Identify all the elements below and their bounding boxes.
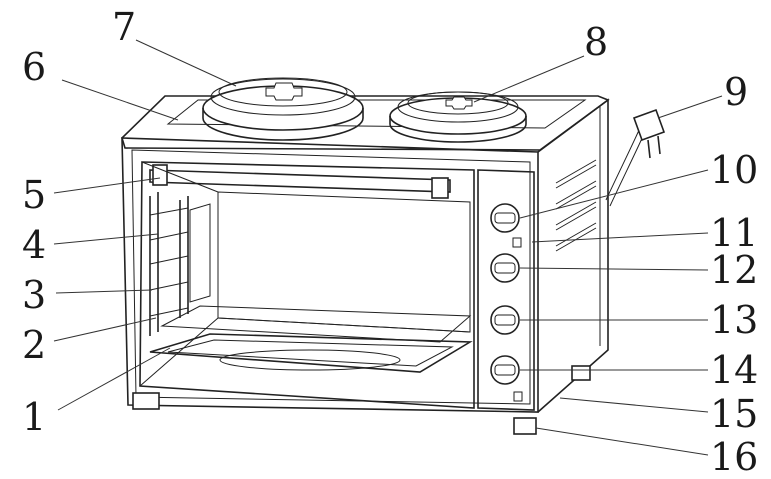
leader-lines	[53, 39, 723, 456]
indicator-light	[512, 237, 522, 248]
callout-3: 3	[22, 273, 46, 317]
knob-timer	[490, 203, 520, 233]
oven-drawing	[121, 77, 666, 435]
callout-1: 1	[22, 395, 46, 439]
callout-labels: 1 2 3 4 5 6 7 8 9 10 11 12 13 14 15 16	[22, 5, 758, 479]
oven-top-surface	[121, 95, 610, 151]
callout-7: 7	[112, 5, 136, 49]
callout-2: 2	[22, 323, 46, 367]
callout-14: 14	[710, 348, 758, 392]
callout-13: 13	[710, 298, 758, 342]
power-cord-plug	[605, 108, 666, 207]
callout-16: 16	[710, 435, 758, 479]
callout-8: 8	[584, 20, 608, 64]
hot-plate-small	[389, 91, 527, 143]
callout-12: 12	[710, 248, 758, 292]
knob-temperature	[490, 253, 520, 283]
wire-rack	[160, 305, 472, 343]
knob-hotplate	[490, 355, 520, 385]
ventilation-slots	[555, 159, 597, 252]
power-light	[513, 391, 523, 402]
callout-11: 11	[710, 211, 758, 255]
rack-supports	[149, 192, 211, 336]
oven-side-panel	[537, 98, 609, 413]
callout-15: 15	[710, 392, 758, 436]
baking-tray	[149, 333, 473, 373]
door-handle	[149, 164, 451, 199]
callout-6: 6	[22, 45, 46, 89]
callout-5: 5	[22, 173, 46, 217]
oven-door-glass	[139, 161, 475, 409]
knob-function	[490, 305, 520, 335]
callout-10: 10	[710, 148, 758, 192]
control-panel	[477, 169, 535, 411]
callout-9: 9	[724, 70, 748, 114]
hot-plate-large	[202, 77, 364, 141]
callout-4: 4	[22, 223, 46, 267]
